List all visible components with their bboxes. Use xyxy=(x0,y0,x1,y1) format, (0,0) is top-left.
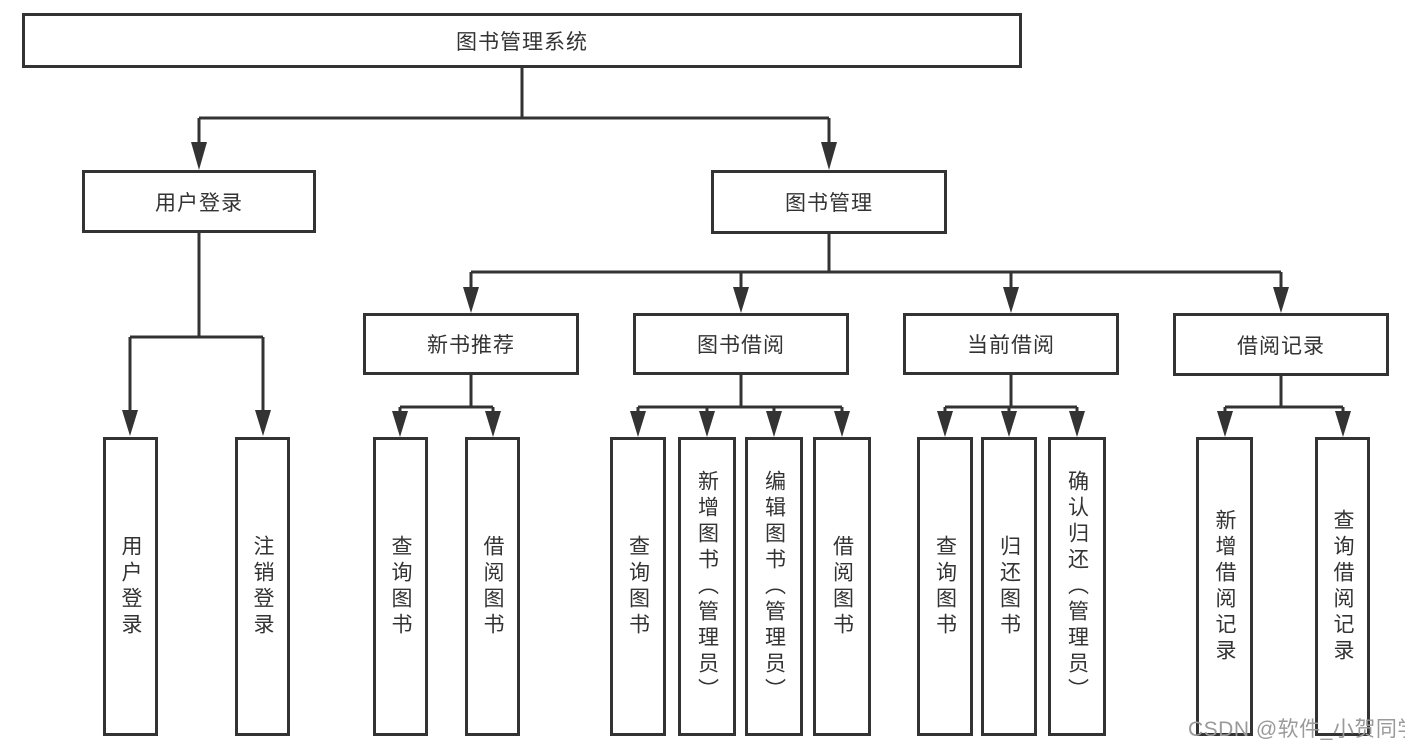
leaf-logout-login: 注销登录 xyxy=(235,437,290,736)
node-library-management-system: 图书管理系统 xyxy=(22,13,1022,68)
node-label: 新书推荐 xyxy=(427,334,515,357)
leaf-confirm-return-admin: 确认归还（管理员） xyxy=(1048,437,1106,736)
node-new-book-recommend: 新书推荐 xyxy=(363,313,579,375)
node-label: 借阅图书 xyxy=(481,534,504,639)
leaf-query-books-borrow: 查询图书 xyxy=(610,437,666,736)
node-label: 借阅图书 xyxy=(830,534,854,639)
node-book-borrow: 图书借阅 xyxy=(633,313,849,375)
node-label: 用户登录 xyxy=(155,191,243,215)
node-label: 用户登录 xyxy=(119,534,142,639)
leaf-query-books-current: 查询图书 xyxy=(917,437,973,736)
leaf-edit-books-admin: 编辑图书（管理员） xyxy=(745,437,803,736)
node-label: 确认归还（管理员） xyxy=(1065,469,1089,704)
node-label: 图书管理 xyxy=(785,192,873,215)
node-borrow-record: 借阅记录 xyxy=(1173,313,1389,376)
node-book-management: 图书管理 xyxy=(711,170,947,234)
leaf-borrow-books-newbook: 借阅图书 xyxy=(465,437,520,736)
leaf-query-books-newbook: 查询图书 xyxy=(373,437,428,736)
node-label: 查询图书 xyxy=(626,534,650,639)
node-label: 查询图书 xyxy=(933,534,957,639)
leaf-add-borrow-record: 新增借阅记录 xyxy=(1196,437,1253,736)
node-label: 新增借阅记录 xyxy=(1213,508,1236,665)
leaf-borrow-books-borrow: 借阅图书 xyxy=(813,437,871,736)
node-label: 查询图书 xyxy=(389,534,412,639)
node-label: 图书借阅 xyxy=(697,334,785,357)
node-label: 归还图书 xyxy=(997,534,1021,639)
node-current-borrow: 当前借阅 xyxy=(903,313,1119,375)
leaf-add-books-admin: 新增图书（管理员） xyxy=(678,437,736,736)
node-label: 图书管理系统 xyxy=(456,30,588,54)
node-label: 借阅记录 xyxy=(1237,334,1325,358)
node-label: 注销登录 xyxy=(251,534,274,639)
node-label: 当前借阅 xyxy=(967,334,1055,357)
csdn-watermark: CSDN @软件_小贺同学 xyxy=(1188,718,1405,741)
node-label: 编辑图书（管理员） xyxy=(762,469,786,704)
leaf-return-books: 归还图书 xyxy=(981,437,1037,736)
node-user-login-group: 用户登录 xyxy=(82,170,316,233)
leaf-query-borrow-record: 查询借阅记录 xyxy=(1315,437,1370,736)
leaf-user-login: 用户登录 xyxy=(103,437,158,736)
node-label: 新增图书（管理员） xyxy=(695,469,719,704)
node-label: 查询借阅记录 xyxy=(1331,508,1354,665)
